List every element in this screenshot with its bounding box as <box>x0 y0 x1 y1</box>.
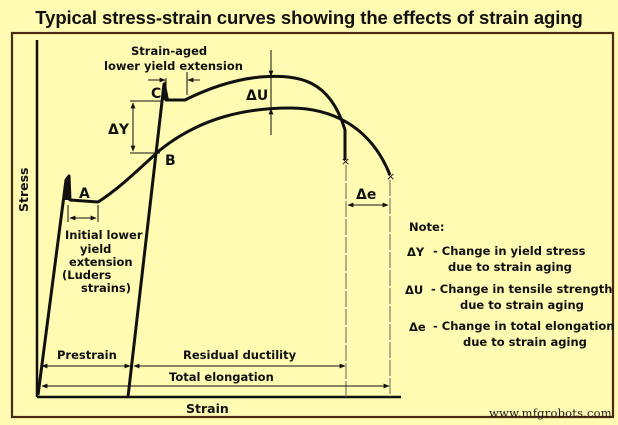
fracture-mark-aged: × <box>341 155 350 168</box>
strain-aged-label-2: lower yield extension <box>104 59 243 73</box>
strain-aged-curve <box>126 74 347 398</box>
point-c-label: C <box>151 86 161 102</box>
y-axis-label: Stress <box>16 167 31 212</box>
upper-yield-spike-aged <box>161 80 169 100</box>
initial-label-2: yield <box>80 242 111 256</box>
initial-label-5: strains) <box>81 281 131 295</box>
note-du-line1: - Change in tensile strength <box>431 282 612 296</box>
initial-label-1: Initial lower <box>65 228 143 242</box>
delta-y-label: ΔY <box>108 122 130 138</box>
note-de-symbol: Δe <box>409 320 426 334</box>
diagram-frame <box>10 31 615 419</box>
initial-label-4: (Luders <box>62 268 111 282</box>
diagram-title: Typical stress-strain curves showing the… <box>35 7 583 28</box>
strain-aged-label-1: Strain-aged <box>131 44 207 58</box>
x-axis-label: Strain <box>186 401 229 416</box>
original-curve <box>36 106 392 396</box>
delta-u-label: ΔU <box>246 88 268 104</box>
point-a-label: A <box>79 186 90 202</box>
note-dy-symbol: ΔY <box>407 245 425 259</box>
watermark: www.mfgrobots.com <box>489 406 612 420</box>
note-du-symbol: ΔU <box>405 283 423 297</box>
note-de-line1: - Change in total elongation <box>433 319 614 333</box>
upper-yield-spike-initial <box>64 176 71 200</box>
residual-ductility-label: Residual ductility <box>183 348 297 362</box>
note-heading: Note: <box>409 220 444 234</box>
delta-e-label: Δe <box>356 187 376 203</box>
prestrain-label: Prestrain <box>57 348 117 362</box>
note-de-line2: due to strain aging <box>463 335 587 349</box>
note-dy-line2: due to strain aging <box>448 260 572 274</box>
fracture-mark-original: × <box>386 170 395 183</box>
note-dy-line1: - Change in yield stress <box>433 244 586 258</box>
total-elongation-label: Total elongation <box>169 370 274 384</box>
point-b-label: B <box>165 153 176 169</box>
initial-label-3: extension <box>69 255 133 269</box>
note-du-line2: due to strain aging <box>460 298 584 312</box>
